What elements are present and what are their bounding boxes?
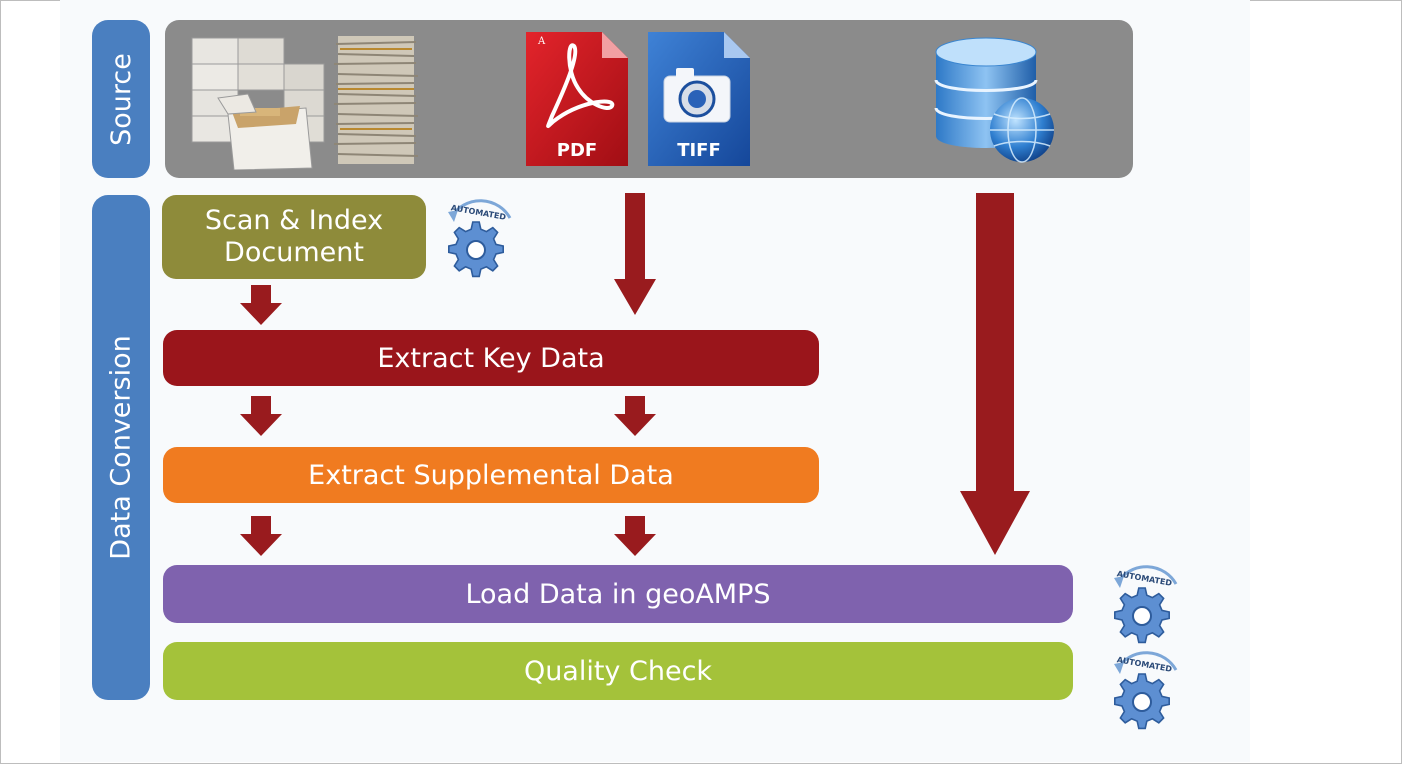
extract-key-data-step: Extract Key Data	[163, 330, 819, 386]
supplemental-to-load-arrow-right	[614, 516, 656, 556]
quality-check-label: Quality Check	[523, 655, 713, 687]
key-to-supplemental-arrow-right	[614, 396, 656, 436]
data-conversion-label: Data Conversion	[92, 195, 150, 700]
scan-index-step: Scan & Index Document	[162, 195, 426, 279]
pdf-tiff-to-extract-arrow	[614, 193, 656, 315]
database-to-load-arrow	[960, 193, 1030, 555]
automated-gear-icon: AUTOMATED	[447, 199, 512, 278]
pdf-label: PDF	[557, 140, 597, 161]
scan-index-step-label: Scan & Index Document	[204, 205, 384, 268]
database-globe-icon	[934, 37, 1054, 163]
svg-text:A: A	[537, 36, 546, 47]
load-data-label: Load Data in geoAMPS	[465, 578, 771, 610]
tiff-file-icon: TIFF	[648, 32, 750, 166]
scan-to-extract-arrow	[240, 285, 282, 325]
extract-supplemental-data-label: Extract Supplemental Data	[308, 459, 674, 491]
source-label: Source	[92, 20, 150, 178]
source-label-text: Source	[105, 52, 137, 146]
supplemental-to-load-arrow-left	[240, 516, 282, 556]
extract-supplemental-data-step: Extract Supplemental Data	[163, 447, 819, 503]
load-data-step: Load Data in geoAMPS	[163, 565, 1073, 623]
key-to-supplemental-arrow-left	[240, 396, 282, 436]
extract-key-data-label: Extract Key Data	[377, 342, 605, 374]
quality-check-step: Quality Check	[163, 642, 1073, 700]
archive-boxes-and-paper-stacks-icon	[191, 36, 419, 170]
tiff-label: TIFF	[677, 140, 721, 161]
data-conversion-label-text: Data Conversion	[105, 335, 137, 560]
automated-gear-icon: AUTOMATED	[1113, 565, 1178, 644]
pdf-file-icon: A PDF	[526, 32, 628, 166]
automated-gear-icon: AUTOMATED	[1113, 651, 1178, 730]
